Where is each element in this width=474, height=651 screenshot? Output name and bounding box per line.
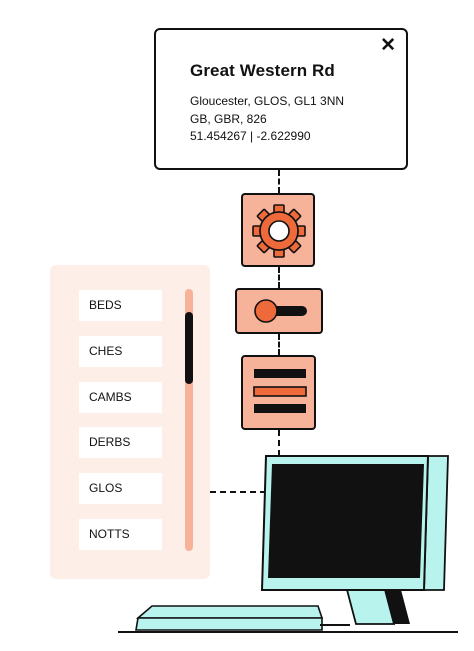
- close-icon[interactable]: ✕: [380, 35, 396, 56]
- connector-card-gear: [278, 170, 280, 193]
- list-item[interactable]: NOTTS: [79, 519, 162, 550]
- monitor-screen: [268, 464, 424, 578]
- scrollbar-thumb[interactable]: [185, 312, 193, 384]
- gear-icon: [252, 204, 306, 258]
- monitor-stand-shade: [384, 586, 410, 624]
- address-card: ✕ Great Western Rd Gloucester, GLOS, GL1…: [154, 28, 408, 170]
- list-item[interactable]: BEDS: [79, 290, 162, 321]
- form-button[interactable]: [241, 355, 316, 430]
- toggle-switch-icon: [254, 299, 307, 323]
- form-lines-icon: [253, 369, 307, 413]
- keyboard-top: [135, 605, 324, 619]
- connector-form-monitor: [278, 430, 280, 456]
- settings-button[interactable]: [241, 193, 315, 267]
- address-title: Great Western Rd: [190, 61, 335, 80]
- list-item[interactable]: CAMBS: [79, 382, 162, 413]
- keyboard-front: [135, 617, 323, 631]
- list-item[interactable]: DERBS: [79, 427, 162, 458]
- toggle-switch[interactable]: [235, 288, 323, 334]
- scrollbar-track[interactable]: [185, 289, 193, 551]
- county-list-panel: BEDS CHES CAMBS DERBS GLOS NOTTS: [50, 265, 210, 579]
- connector-toggle-form: [278, 334, 280, 355]
- connector-list-monitor: [210, 491, 266, 493]
- address-line-1: Gloucester, GLOS, GL1 3NN: [190, 94, 345, 108]
- address-coordinates: 51.454267 | -2.622990: [190, 129, 311, 143]
- connector-gear-toggle: [278, 267, 280, 288]
- list-item[interactable]: GLOS: [79, 473, 162, 504]
- list-item[interactable]: CHES: [79, 336, 162, 367]
- computer-illustration: [118, 455, 458, 633]
- address-line-2: GB, GBR, 826: [190, 112, 267, 126]
